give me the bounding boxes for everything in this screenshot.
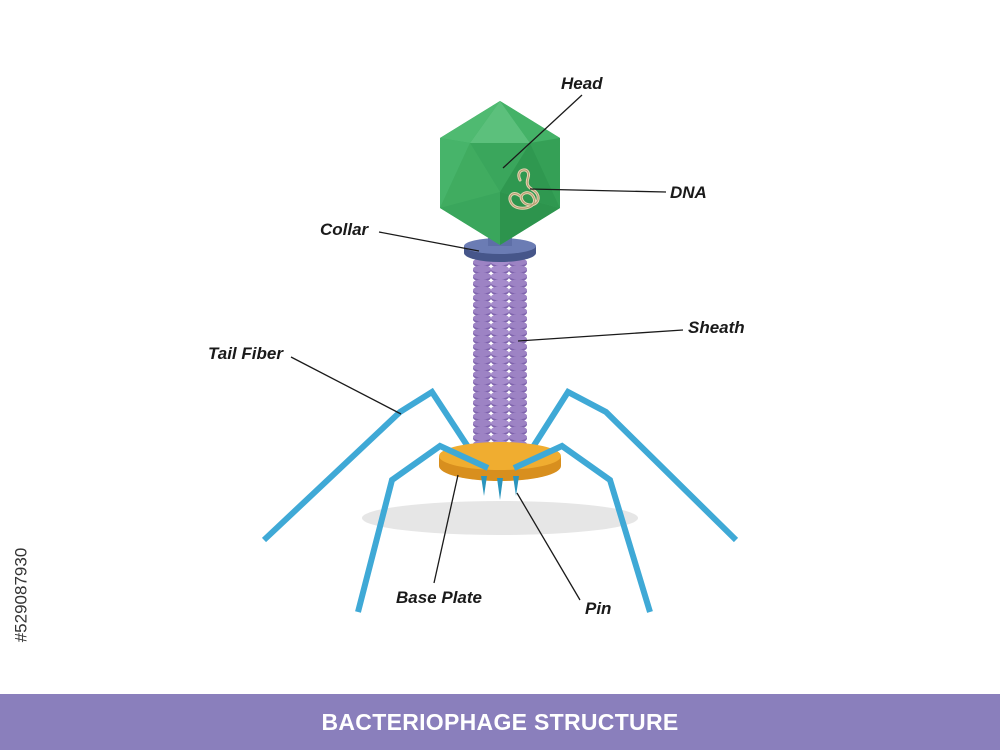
leader-base-plate: [433, 474, 459, 584]
title-bar: BACTERIOPHAGE STRUCTURE: [0, 694, 1000, 750]
stock-id-watermark: #529087930: [6, 510, 36, 680]
tail-fibers-front: [355, 442, 653, 613]
leader-head: [502, 94, 583, 169]
leader-pin: [516, 492, 581, 601]
pins: [481, 476, 519, 500]
base-plate: [439, 442, 561, 481]
head-capsid: [440, 101, 560, 245]
leader-sheath: [517, 329, 684, 342]
leader-collar: [378, 231, 480, 252]
label-collar: Collar: [320, 220, 370, 239]
dna-strand: [508, 168, 540, 210]
leader-tail-fiber: [290, 356, 402, 415]
label-tail-fiber: Tail Fiber: [208, 344, 284, 363]
tail-fibers-back: [261, 387, 739, 543]
label-sheath: Sheath: [688, 318, 745, 337]
label-base-plate: Base Plate: [396, 588, 482, 607]
collar: [464, 238, 536, 262]
label-pin: Pin: [585, 599, 611, 618]
label-head: Head: [561, 74, 603, 93]
stock-id-text: #529087930: [11, 547, 31, 643]
label-dna: DNA: [670, 183, 707, 202]
leader-dna: [529, 188, 667, 193]
leader-lines: [290, 94, 684, 601]
sheath: [473, 258, 527, 457]
ground-shadow: [362, 501, 638, 535]
diagram-title: BACTERIOPHAGE STRUCTURE: [321, 708, 679, 735]
